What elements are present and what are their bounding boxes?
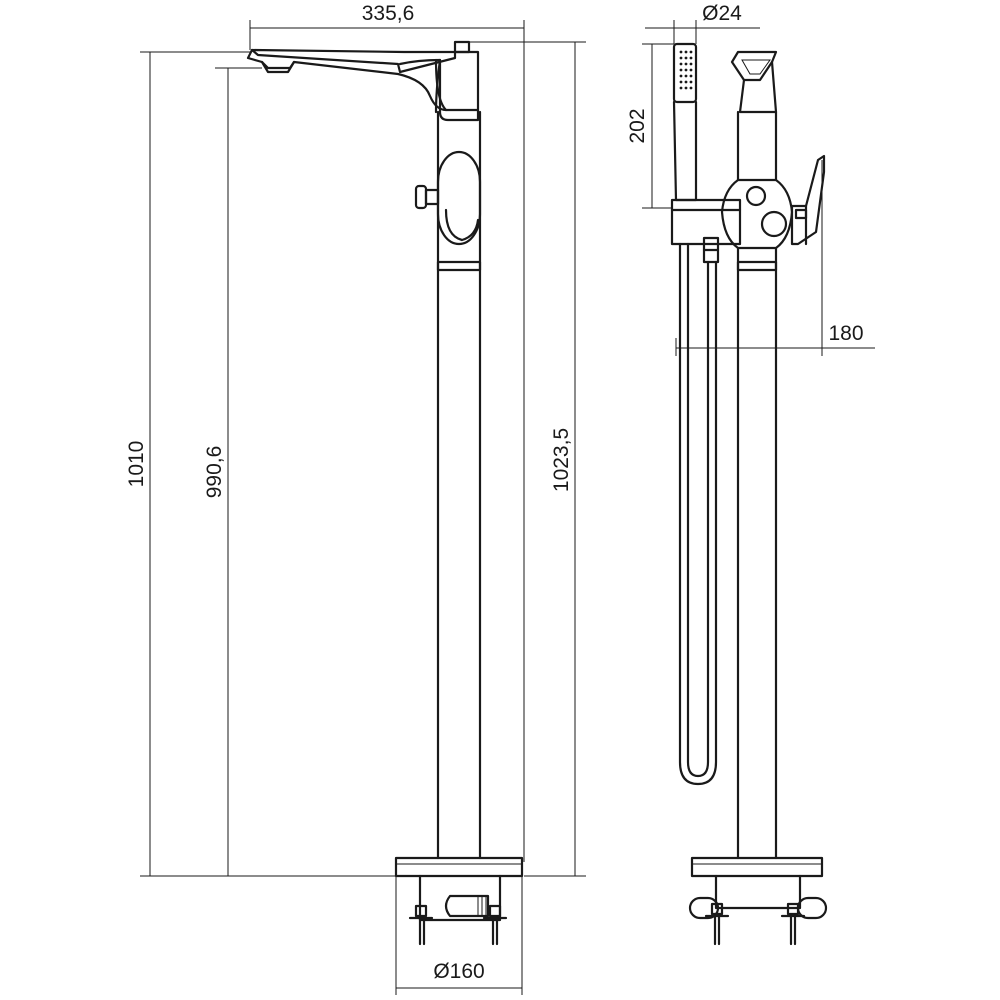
front-view — [246, 40, 524, 946]
spout-outlet — [260, 60, 296, 74]
side-spout — [730, 50, 778, 82]
dim-total-height: 1010 — [125, 441, 148, 488]
side-bolt-left — [704, 902, 730, 946]
side-mounting-box — [714, 874, 802, 910]
spout-body-inner — [434, 58, 480, 112]
side-lever-handle — [790, 154, 826, 246]
side-view-dimensions: Ø24 202 180 — [626, 2, 875, 356]
collar-ring — [436, 260, 482, 272]
dim-side-depth: 180 — [828, 322, 863, 345]
dim-handshower-length: 202 — [626, 108, 649, 143]
handshower-holder — [670, 198, 742, 246]
dim-overall-height: 1023,5 — [550, 428, 573, 492]
base-plate — [394, 856, 524, 878]
dim-spout-height: 990,6 — [203, 446, 226, 499]
upper-body-curve — [434, 58, 442, 114]
handshower-handle — [672, 100, 698, 202]
dim-spout-reach: 335,6 — [362, 2, 415, 25]
side-view — [670, 42, 828, 946]
side-base-plate — [690, 856, 824, 878]
spout-underside — [246, 48, 448, 112]
diverter-stem — [424, 188, 440, 206]
mounting-bolt-right — [482, 904, 508, 946]
handshower-head — [672, 42, 698, 104]
mounting-bolt-left — [408, 904, 434, 946]
side-diverter — [760, 210, 788, 238]
shower-hose — [678, 242, 718, 786]
dim-handshower-diameter: Ø24 — [702, 2, 742, 25]
side-bolt-right — [780, 902, 806, 946]
spout-body — [398, 50, 480, 122]
front-view-dimensions: 335,6 1010 990,6 1023,5 Ø160 — [125, 2, 586, 995]
top-cap — [453, 40, 471, 54]
handshower-nozzles — [679, 50, 693, 90]
side-mixer-cap — [745, 185, 767, 207]
diverter-knob — [414, 184, 428, 210]
mixer-handle-inner — [444, 208, 480, 242]
spout — [250, 48, 457, 74]
dim-base-diameter: Ø160 — [433, 960, 484, 983]
mounting-box — [418, 874, 502, 922]
side-collar — [736, 260, 778, 272]
